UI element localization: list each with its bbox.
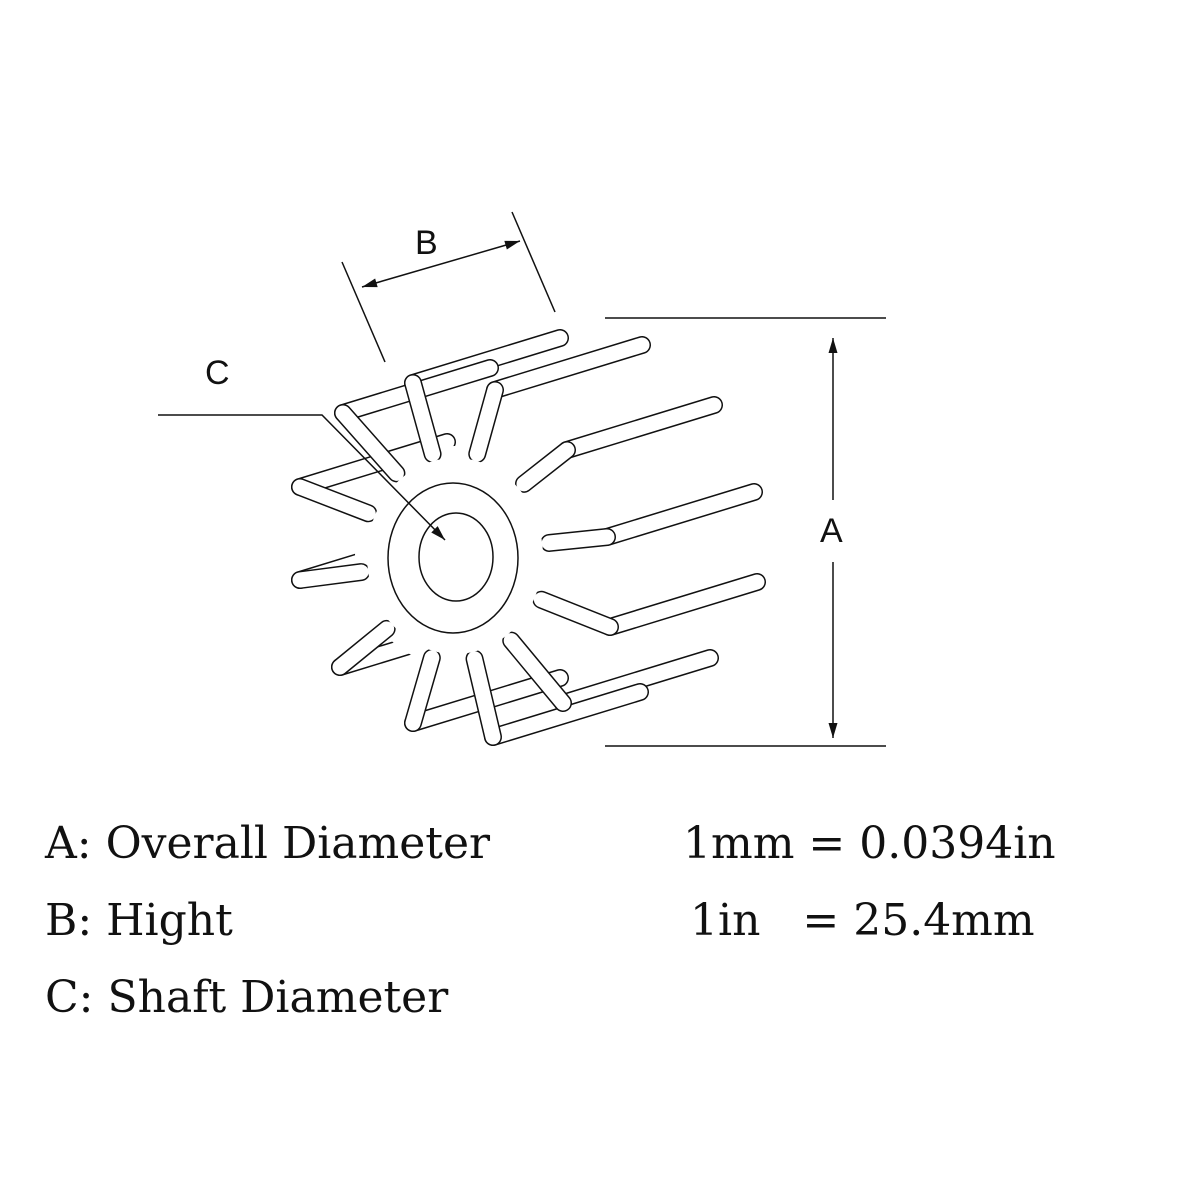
impeller-blade <box>467 651 501 745</box>
impeller-blade <box>469 382 503 462</box>
impeller-blade <box>292 564 369 588</box>
blade-extrusion <box>599 484 762 545</box>
impeller-blade <box>503 633 571 711</box>
blade-extrusion <box>602 574 765 635</box>
legend-b: B: Hight <box>45 895 233 946</box>
legend-a: A: Overall Diameter <box>45 818 491 869</box>
label-c: C <box>205 354 230 392</box>
impeller-blade <box>335 405 404 481</box>
impeller-blade <box>533 592 618 635</box>
label-b: B <box>415 224 438 262</box>
blade-extrusion <box>485 684 648 745</box>
impeller-blade <box>405 375 441 462</box>
legend-c: C: Shaft Diameter <box>45 972 449 1023</box>
hub <box>387 482 519 634</box>
dimension-c <box>158 414 446 541</box>
dimension-b <box>341 211 556 363</box>
shaft-bore <box>418 512 494 602</box>
conversion-mm-to-in: 1mm = 0.0394in <box>683 818 1056 869</box>
impeller-blade <box>541 529 615 551</box>
label-a: A <box>820 512 843 550</box>
dimension-a <box>605 317 886 747</box>
impeller-blade <box>405 650 440 731</box>
blade-extrusion <box>559 397 722 458</box>
conversion-in-to-mm: 1in = 25.4mm <box>690 895 1035 946</box>
blade-extrusion <box>487 337 650 398</box>
impeller-blade <box>292 479 376 521</box>
blade-extrusion <box>555 650 718 711</box>
impeller-blade <box>332 621 395 675</box>
impeller-blade <box>516 442 575 492</box>
